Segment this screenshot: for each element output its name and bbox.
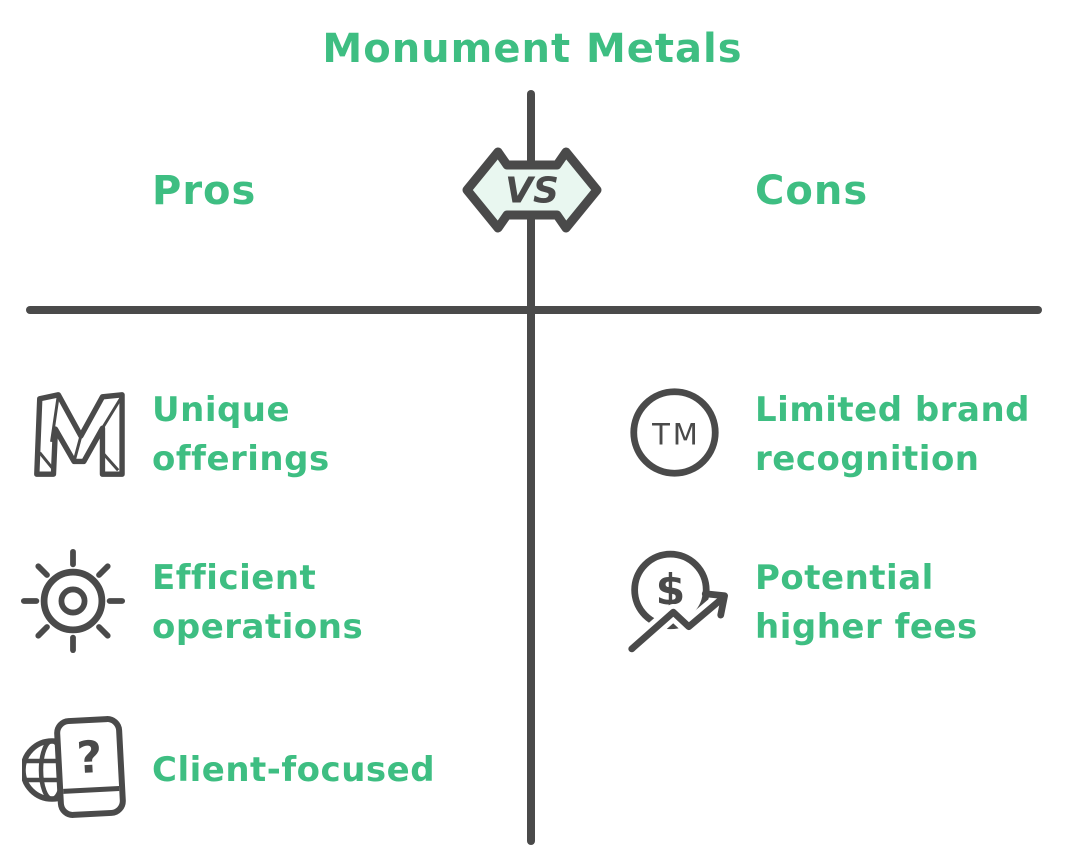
pros-item-unique-offerings: Unique offerings	[152, 386, 330, 484]
question-mark-glyph: ?	[75, 732, 103, 784]
dollar-growth-arrow-icon: $	[626, 550, 728, 656]
vs-badge-icon: VS	[462, 147, 602, 233]
cons-column-label: Cons	[755, 168, 869, 214]
phone-globe-question-icon: ?	[22, 716, 126, 818]
cons-item-line: higher fees	[755, 607, 978, 647]
pros-item-efficient-operations: Efficient operations	[152, 554, 363, 652]
pros-item-line: Client-focused	[152, 750, 436, 790]
pros-item-line: operations	[152, 607, 364, 647]
cons-item-line: recognition	[755, 439, 980, 479]
trademark-circle-icon: TM	[630, 388, 719, 477]
pros-item-line: Unique	[152, 390, 291, 430]
gear-icon	[20, 548, 126, 654]
vertical-divider-line	[527, 90, 535, 845]
pros-item-line: offerings	[152, 439, 330, 479]
page-title: Monument Metals	[322, 26, 743, 72]
monument-m-logo-icon	[34, 392, 125, 477]
trademark-glyph: TM	[651, 417, 701, 451]
pros-column-label: Pros	[152, 168, 257, 214]
cons-item-limited-brand-recognition: Limited brand recognition	[755, 386, 1030, 484]
vs-badge-label: VS	[505, 171, 559, 212]
pros-item-client-focused: Client-focused	[152, 746, 435, 795]
cons-item-line: Potential	[755, 558, 934, 598]
pros-item-line: Efficient	[152, 558, 317, 598]
cons-item-line: Limited brand	[755, 390, 1030, 430]
cons-item-potential-higher-fees: Potential higher fees	[755, 554, 978, 652]
